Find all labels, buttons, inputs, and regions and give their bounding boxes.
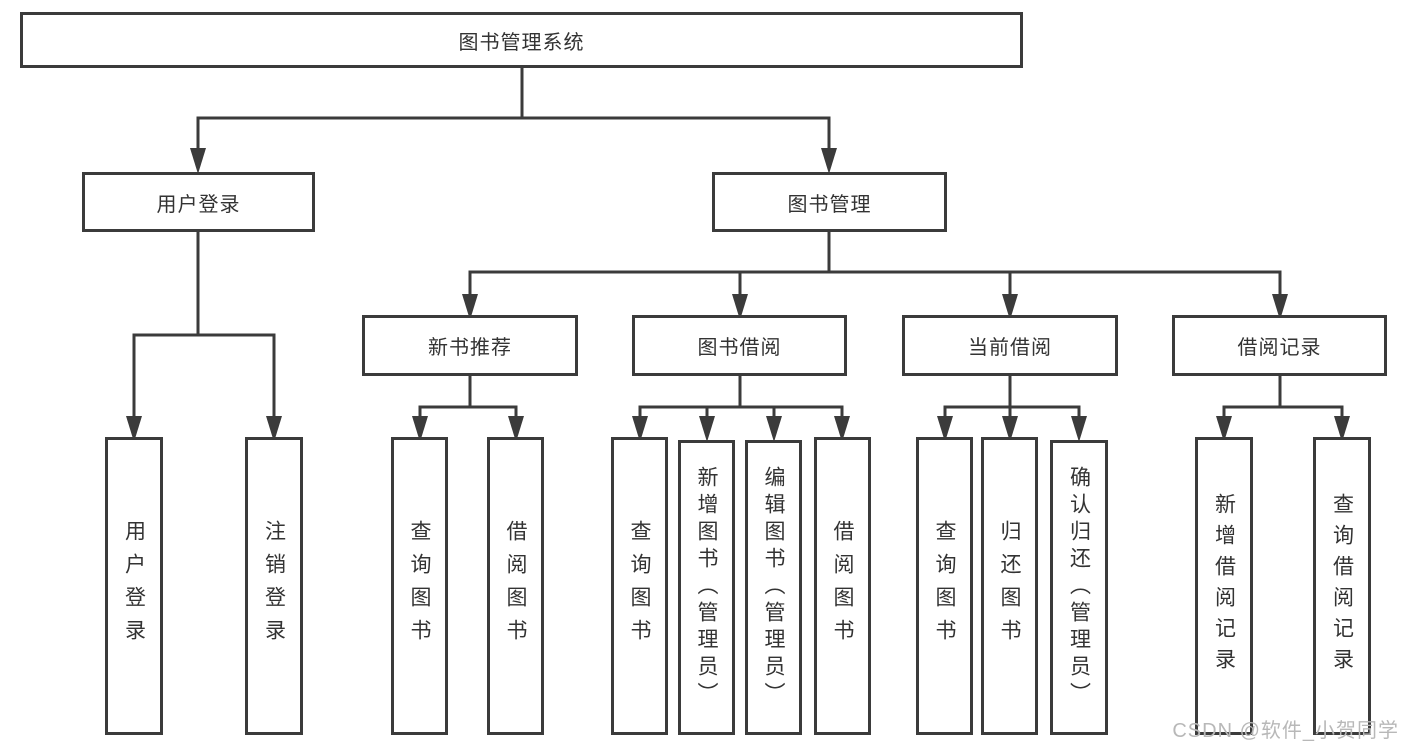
leaf-query-books-current: 查询图书 (916, 437, 973, 735)
node-borrowing-records: 借阅记录 (1172, 315, 1387, 376)
node-user-login: 用户登录 (82, 172, 315, 232)
connector-borrowing-records (1222, 373, 1344, 420)
node-book-management: 图书管理 (712, 172, 947, 232)
leaf-query-books-recommend: 查询图书 (391, 437, 448, 735)
node-new-book-recommendation: 新书推荐 (362, 315, 578, 376)
leaf-logout: 注销登录 (245, 437, 303, 735)
leaf-borrow-books-recommend: 借阅图书 (487, 437, 544, 735)
connector-current-borrowing (943, 373, 1081, 420)
connector-user-login (132, 230, 276, 420)
arrowheads (126, 148, 1350, 442)
leaf-add-borrow-record: 新增借阅记录 (1195, 437, 1253, 735)
leaf-edit-books-admin: 编辑图书（管理员） (745, 440, 802, 735)
leaf-query-books-borrowing: 查询图书 (611, 437, 668, 735)
watermark-text: CSDN @软件_小贺同学 (1172, 720, 1399, 742)
leaf-return-books: 归还图书 (981, 437, 1038, 735)
leaf-borrow-books-borrowing: 借阅图书 (814, 437, 871, 735)
connector-root-stem (196, 66, 831, 152)
leaf-confirm-return-admin: 确认归还（管理员） (1050, 440, 1108, 735)
leaf-user-login: 用户登录 (105, 437, 163, 735)
leaf-query-borrow-record: 查询借阅记录 (1313, 437, 1371, 735)
connector-new-book-recommendation (418, 373, 518, 420)
connector-book-borrowing (638, 373, 844, 420)
node-library-management-system: 图书管理系统 (20, 12, 1023, 68)
node-current-borrowing: 当前借阅 (902, 315, 1118, 376)
leaf-add-books-admin: 新增图书（管理员） (678, 440, 735, 735)
node-book-borrowing: 图书借阅 (632, 315, 847, 376)
connector-book-management (468, 230, 1282, 298)
